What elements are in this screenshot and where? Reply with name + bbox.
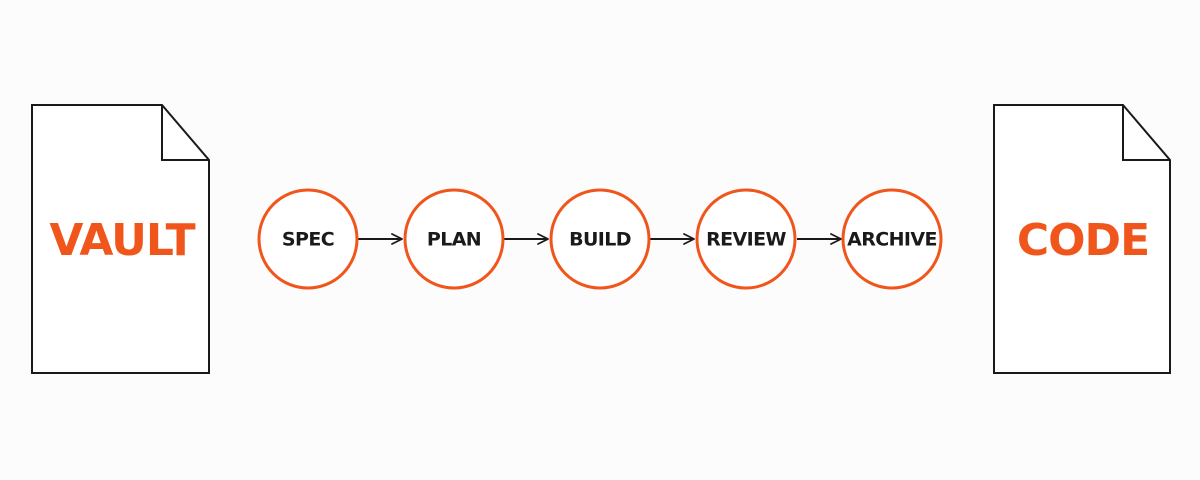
stage-archive: ARCHIVE (841, 188, 943, 290)
stage-label-archive: ARCHIVE (847, 229, 937, 251)
stage-label-build: BUILD (569, 229, 631, 251)
stage-label-spec: SPEC (282, 229, 334, 251)
document-icon (993, 104, 1171, 374)
stage-label-review: REVIEW (706, 229, 786, 251)
stage-circle (257, 188, 359, 290)
document-icon (31, 104, 210, 374)
vault-document: VAULT (31, 104, 210, 374)
stage-build: BUILD (549, 188, 651, 290)
stage-plan: PLAN (403, 188, 505, 290)
stage-label-plan: PLAN (427, 229, 481, 251)
code-label: CODE (1017, 215, 1149, 266)
code-document: CODE (993, 104, 1171, 374)
stage-circle (549, 188, 651, 290)
vault-label: VAULT (49, 215, 195, 266)
stage-circle (695, 188, 797, 290)
stage-circle (403, 188, 505, 290)
stage-review: REVIEW (695, 188, 797, 290)
stage-circle (841, 188, 943, 290)
stage-spec: SPEC (257, 188, 359, 290)
